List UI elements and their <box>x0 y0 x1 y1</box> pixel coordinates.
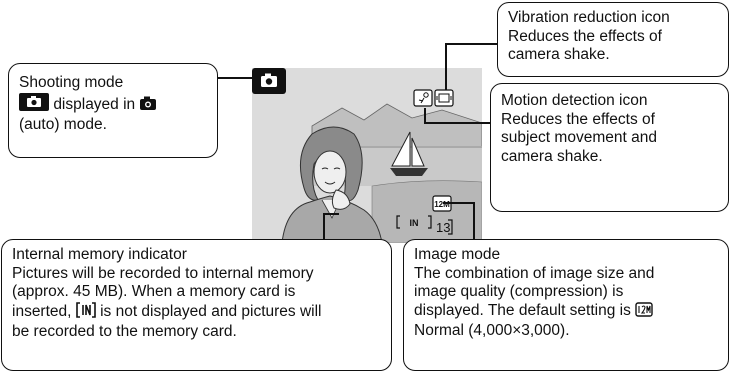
leader-memory-h <box>323 213 339 215</box>
image-mode-line5: Normal (4,000×3,000). <box>414 322 570 339</box>
camera-monitor: 12M IN 13 <box>252 68 482 243</box>
image-mode-title: Image mode <box>414 246 501 263</box>
camera-icon <box>261 73 277 87</box>
shooting-mode-indicator <box>252 68 286 94</box>
callout-shooting-mode: Shooting mode displayed in (auto) mode. <box>8 63 218 158</box>
callout-internal-memory: Internal memory indicator Pictures will … <box>1 239 392 371</box>
internal-memory-line5: be recorded to the memory card. <box>12 323 237 340</box>
image-mode-icon <box>635 301 653 323</box>
leader-memory-v <box>323 213 325 239</box>
vibration-reduction-icon <box>434 89 454 107</box>
leader-vibration-v <box>445 43 447 90</box>
image-mode-icon-label: 12M <box>434 200 450 209</box>
internal-memory-line4-suffix: is not displayed and pictures will <box>100 302 322 320</box>
leader-motion-h <box>424 122 490 124</box>
internal-memory-title: Internal memory indicator <box>12 246 187 263</box>
sailboat <box>390 131 428 176</box>
internal-memory-line4-prefix: inserted, <box>12 302 72 320</box>
motion-detection-icon <box>413 89 433 107</box>
shooting-mode-line3: (auto) mode. <box>19 116 107 133</box>
callout-vibration-reduction: Vibration reduction icon Reduces the eff… <box>497 2 729 77</box>
frame-count: 13 <box>436 220 450 235</box>
motion-detection-line4: camera shake. <box>501 147 603 165</box>
vibration-reduction-line3: camera shake. <box>508 46 610 63</box>
internal-memory-line4: inserted, is not displayed and pictures … <box>12 301 381 324</box>
motion-detection-line3: subject movement and <box>501 129 657 146</box>
leader-image-mode-h <box>443 202 473 204</box>
leader-vibration-h <box>445 43 497 45</box>
image-mode-line4: displayed. The default setting is <box>414 302 718 323</box>
internal-memory-icon-label: IN <box>410 218 419 228</box>
vibration-reduction-line2: Reduces the effects of <box>508 27 662 45</box>
motion-detection-line1: Motion detection icon <box>501 92 648 109</box>
shooting-mode-title: Shooting mode <box>19 74 124 91</box>
monitor-scene: 12M IN 13 <box>252 68 482 243</box>
image-mode-line4-prefix: displayed. The default setting is <box>414 301 631 319</box>
internal-memory-icon <box>75 301 96 324</box>
image-mode-line3: image quality (compression) is <box>414 283 624 300</box>
internal-memory-line2: Pictures will be recorded to internal me… <box>12 264 314 282</box>
leader-image-mode-v <box>473 202 475 239</box>
vibration-reduction-line1: Vibration reduction icon <box>508 9 670 26</box>
motion-detection-line2: Reduces the effects of <box>501 110 655 128</box>
callout-motion-detection: Motion detection icon Reduces the effect… <box>490 83 729 212</box>
callout-image-mode: Image mode The combination of image size… <box>403 239 729 371</box>
shooting-mode-line2: displayed in <box>19 92 207 117</box>
camera-icon <box>19 92 49 117</box>
shooting-mode-line2-text: displayed in <box>53 95 136 113</box>
internal-memory-icon: IN <box>396 215 432 229</box>
leader-motion-v <box>424 108 426 123</box>
image-mode-line2: The combination of image size and <box>414 264 655 282</box>
internal-memory-line3: (approx. 45 MB). When a memory card is <box>12 283 296 300</box>
camera-icon <box>139 95 157 117</box>
leader-shooting-mode <box>218 77 252 79</box>
